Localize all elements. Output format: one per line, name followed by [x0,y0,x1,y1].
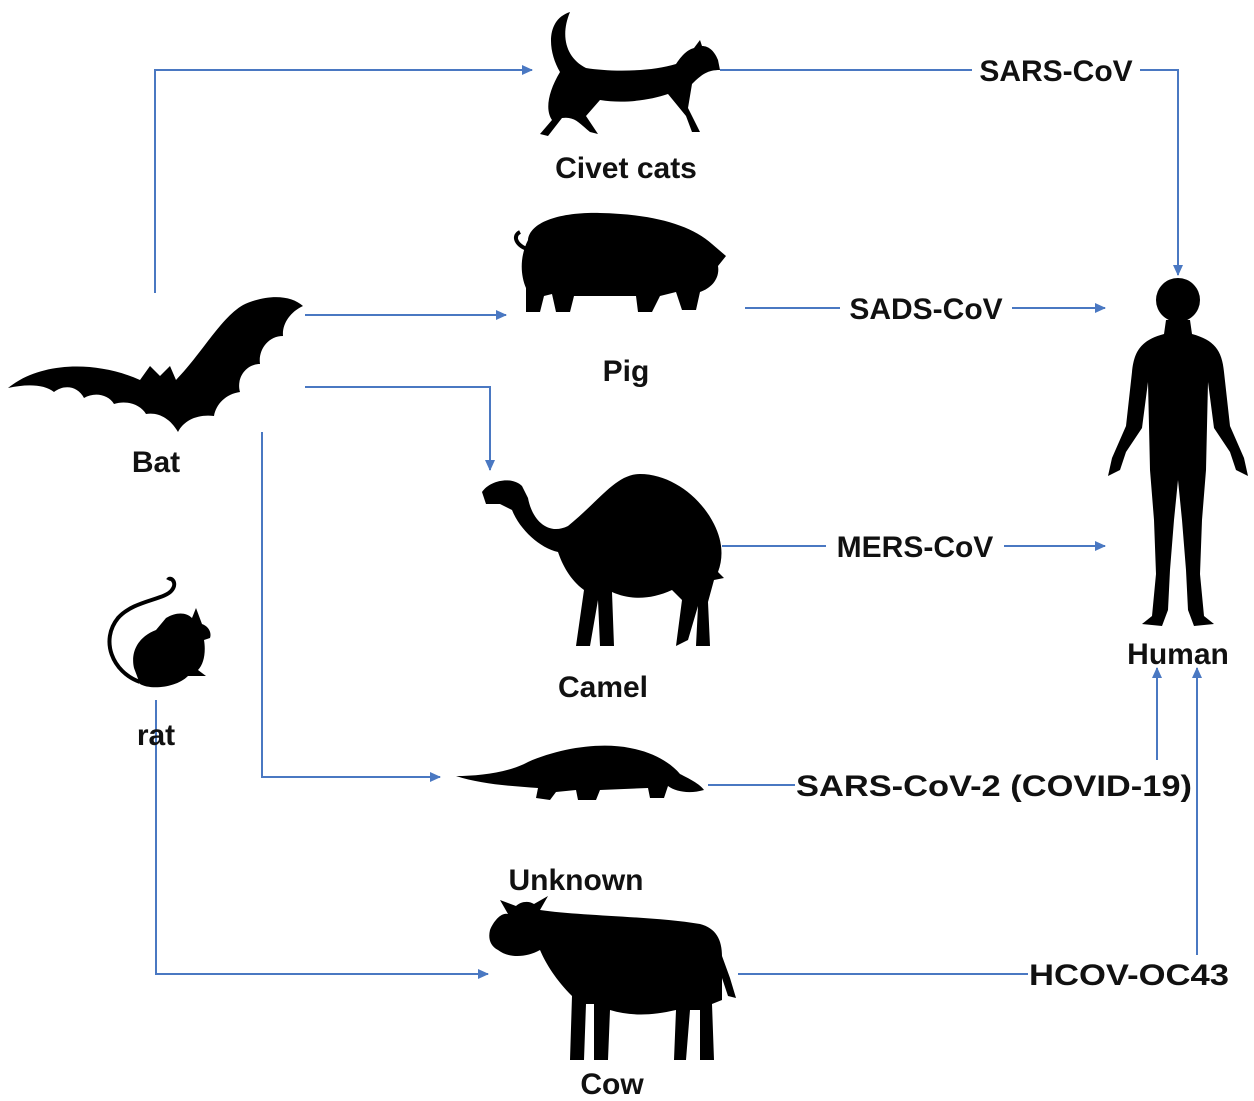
label-human: Human [1127,638,1229,671]
flow-lines [154,65,1202,979]
rat-tail [107,576,177,684]
virus-sars-cov: SARS-CoV [979,55,1132,88]
label-rat: rat [137,719,175,752]
virus-mers-cov: MERS-CoV [837,531,994,564]
label-bat: Bat [132,446,180,479]
label-pig: Pig [603,355,650,388]
virus-labels: SARS-CoV SADS-CoV MERS-CoV SARS-CoV-2 (C… [796,55,1229,992]
cow-icon [489,896,736,1060]
virus-sads-cov: SADS-CoV [849,293,1002,326]
arrow-bat-to-camel [305,386,495,471]
label-civet: Civet cats [555,152,697,185]
pig-icon [513,212,726,312]
label-cow: Cow [580,1068,644,1101]
arrow-bat-to-civet [154,65,533,293]
arrow-bat-to-pangolin [261,432,441,782]
cat-icon [540,12,720,136]
virus-sars-cov-2: SARS-CoV-2 (COVID-19) [796,770,1192,803]
camel-icon [482,474,724,646]
arrow-rat-to-cow [155,700,489,979]
label-camel: Camel [558,671,648,704]
pig-tail [513,230,531,252]
human-icon [1108,278,1248,626]
rat-icon [107,576,211,688]
pangolin-icon [456,745,704,800]
bat-icon [8,297,303,432]
node-labels: Civet cats Pig Bat Camel rat Unknown Cow… [132,152,1229,1101]
label-unknown: Unknown [509,864,644,897]
arrow-sars-to-human [1140,69,1183,276]
virus-hcov-oc43: HCOV-OC43 [1029,959,1229,992]
